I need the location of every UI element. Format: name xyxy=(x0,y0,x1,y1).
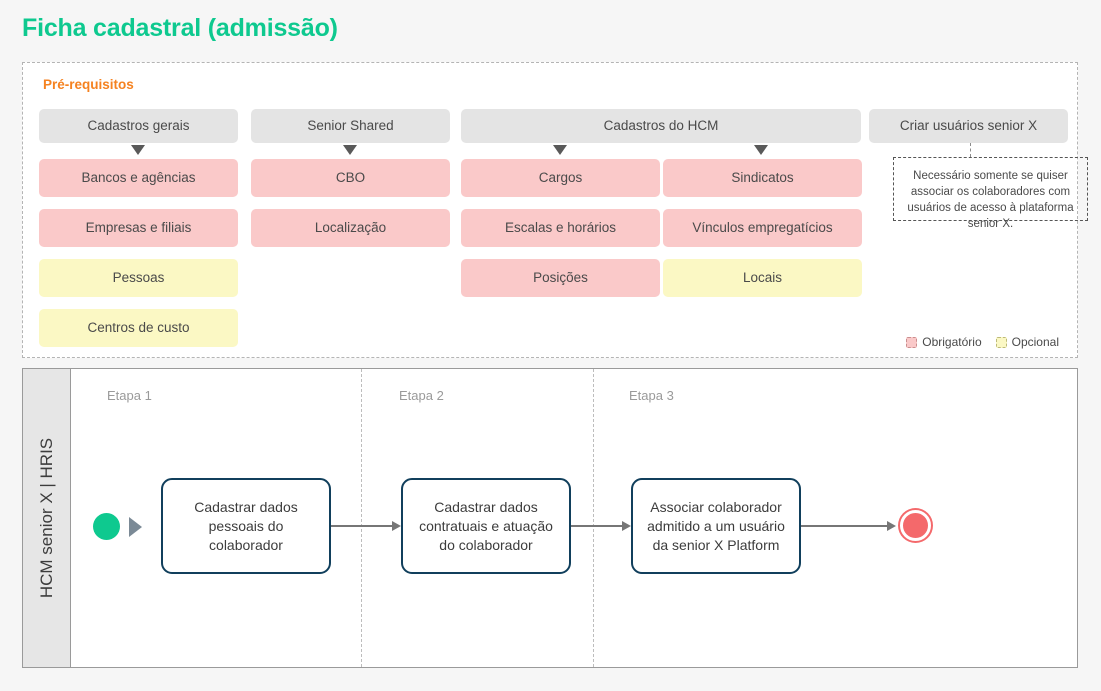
legend-entry-obrigatorio: Obrigatório xyxy=(906,335,982,349)
sequence-flow-arrow xyxy=(571,521,631,531)
arrow-head-icon xyxy=(887,521,896,531)
flow-line xyxy=(331,525,392,527)
lane-body: Etapa 1 Etapa 2 Etapa 3 Cadastrar dados … xyxy=(71,369,1077,667)
lane-label-text: HCM senior X | HRIS xyxy=(36,437,56,599)
phase-divider xyxy=(361,369,362,667)
legend-label: Opcional xyxy=(1011,335,1059,349)
start-event-icon[interactable] xyxy=(93,513,120,540)
page-title: Ficha cadastral (admissão) xyxy=(22,14,338,42)
prereq-column-cadastros-hcm-second: Sindicatos Vínculos empregatícios Locais xyxy=(663,109,862,309)
prereq-item[interactable]: Posições xyxy=(461,259,660,297)
prereq-note: Necessário somente se quiser associar os… xyxy=(893,157,1088,230)
arrow-down-icon xyxy=(343,145,357,155)
phase-label-etapa-3: Etapa 3 xyxy=(629,388,674,403)
prereq-column-criar-usuarios: Criar usuários senior X xyxy=(869,109,1068,143)
sequence-flow-arrow xyxy=(801,521,896,531)
flow-line xyxy=(801,525,887,527)
legend-swatch-optional-icon xyxy=(995,336,1007,348)
prereq-column-cadastros-gerais: Cadastros gerais Bancos e agências Empre… xyxy=(39,109,238,359)
arrow-row xyxy=(251,143,450,159)
phase-label-etapa-1: Etapa 1 xyxy=(107,388,152,403)
prereq-item[interactable]: Locais xyxy=(663,259,862,297)
arrow-head-icon xyxy=(392,521,401,531)
sequence-flow-arrow xyxy=(331,521,401,531)
prereq-item[interactable]: Empresas e filiais xyxy=(39,209,238,247)
prereq-item[interactable]: Centros de custo xyxy=(39,309,238,347)
lane-header: HCM senior X | HRIS xyxy=(23,369,71,667)
task-associar-colaborador[interactable]: Associar colaborador admitido a um usuár… xyxy=(631,478,801,574)
legend-label: Obrigatório xyxy=(922,335,982,349)
legend: Obrigatório Opcional xyxy=(906,335,1059,349)
flow-line xyxy=(571,525,622,527)
prereq-group-header: Cadastros do HCM xyxy=(461,109,861,143)
phase-label-etapa-2: Etapa 2 xyxy=(399,388,444,403)
arrow-down-icon xyxy=(754,145,768,155)
arrow-down-icon xyxy=(553,145,567,155)
prerequisites-section-label: Pré-requisitos xyxy=(43,77,134,92)
arrow-row xyxy=(39,143,238,159)
process-flow-panel: HCM senior X | HRIS Etapa 1 Etapa 2 Etap… xyxy=(22,368,1078,668)
prereq-group-header[interactable]: Criar usuários senior X xyxy=(869,109,1068,143)
prereq-item[interactable]: Bancos e agências xyxy=(39,159,238,197)
prereq-group-header: Cadastros gerais xyxy=(39,109,238,143)
task-cadastrar-dados-pessoais[interactable]: Cadastrar dados pessoais do colaborador xyxy=(161,478,331,574)
prereq-column-senior-shared: Senior Shared CBO Localização xyxy=(251,109,450,259)
arrow-row xyxy=(461,143,768,159)
legend-swatch-mandatory-icon xyxy=(906,336,918,348)
phase-divider xyxy=(593,369,594,667)
prereq-item[interactable]: Cargos xyxy=(461,159,660,197)
prereq-item[interactable]: Localização xyxy=(251,209,450,247)
prereq-item[interactable]: Escalas e horários xyxy=(461,209,660,247)
note-connector-line xyxy=(970,143,971,157)
prereq-item[interactable]: CBO xyxy=(251,159,450,197)
prerequisites-panel: Pré-requisitos Cadastros gerais Bancos e… xyxy=(22,62,1088,359)
start-arrow-icon xyxy=(129,517,142,537)
task-cadastrar-dados-contratuais[interactable]: Cadastrar dados contratuais e atuação do… xyxy=(401,478,571,574)
arrow-head-icon xyxy=(622,521,631,531)
arrow-down-icon xyxy=(131,145,145,155)
legend-entry-opcional: Opcional xyxy=(995,335,1059,349)
prereq-item[interactable]: Sindicatos xyxy=(663,159,862,197)
prereq-item[interactable]: Pessoas xyxy=(39,259,238,297)
end-event-icon[interactable] xyxy=(900,510,931,541)
arrow-row-spacer xyxy=(663,143,862,159)
prereq-column-cadastros-hcm: Cadastros do HCM Cargos Escalas e horári… xyxy=(461,109,861,309)
prereq-group-header: Senior Shared xyxy=(251,109,450,143)
prereq-item[interactable]: Vínculos empregatícios xyxy=(663,209,862,247)
